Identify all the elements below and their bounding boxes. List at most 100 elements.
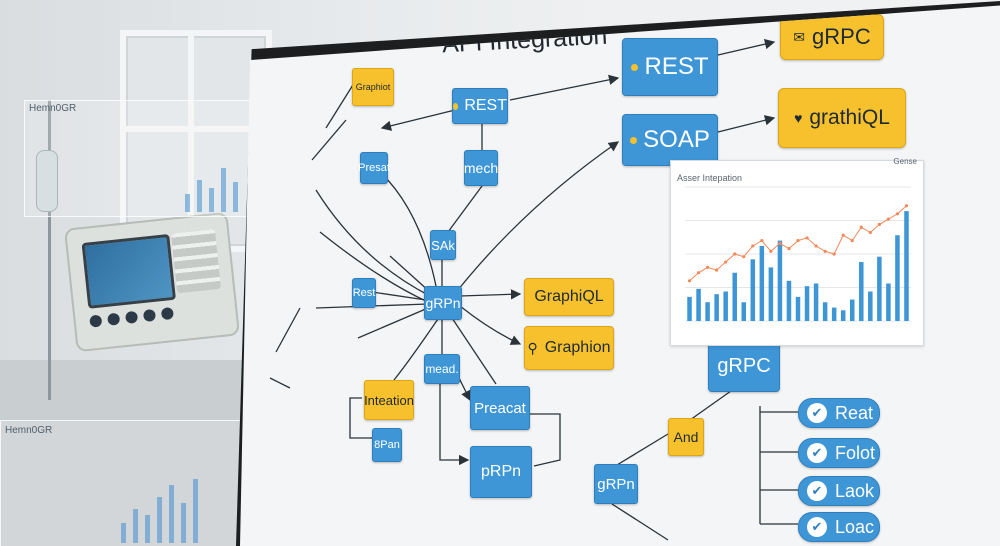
check-icon: ✔: [807, 517, 827, 537]
node-sak[interactable]: SAk: [430, 230, 456, 260]
chart-point: [796, 239, 800, 243]
holo-panel-label: Hemn0GR: [29, 103, 77, 114]
chart-bar: [886, 283, 891, 321]
chart-point: [832, 252, 836, 256]
chart-bar: [849, 299, 855, 321]
check-icon: ✔: [807, 481, 827, 501]
chart-point: [715, 268, 719, 272]
iv-pole: [48, 100, 51, 400]
chart-bar: [696, 288, 701, 321]
chart-point: [687, 279, 692, 283]
iv-bag: [36, 150, 58, 212]
chart-point: [742, 255, 746, 259]
chart-plot: [685, 186, 911, 322]
chart-point: [904, 204, 909, 208]
chart-bar: [750, 259, 756, 321]
chart-point: [696, 271, 701, 275]
chart-point: [778, 241, 782, 245]
node-presat[interactable]: Presat: [358, 152, 390, 184]
medical-monitor-device: [63, 211, 241, 353]
list-item-laok[interactable]: ✔Laok: [798, 476, 880, 506]
chart-point: [724, 260, 728, 264]
chart-point: [823, 249, 827, 253]
chat-bubble-icon: ✉: [793, 28, 806, 45]
port-dot-icon: [631, 63, 639, 71]
node-grpc-top[interactable]: ✉gRPC: [780, 14, 884, 60]
node-read[interactable]: mead.: [424, 354, 460, 384]
node-grpn-bottom[interactable]: gRPn: [594, 464, 638, 504]
chart-title: Asser Intepation: [677, 173, 743, 183]
search-icon: ⚲: [527, 339, 538, 356]
node-graphion[interactable]: ⚲Graphion: [524, 326, 614, 370]
chart-bar: [741, 302, 747, 321]
chart-point: [886, 217, 890, 221]
node-preacat[interactable]: Preacat: [470, 386, 530, 430]
list-item-loac[interactable]: ✔Loac: [798, 512, 880, 542]
chart-point: [706, 265, 710, 269]
chart-point: [814, 244, 818, 248]
holo-panel-lower-label: Hemn0GR: [5, 425, 53, 436]
node-grpc-right[interactable]: gRPC: [708, 340, 780, 392]
chart-bar: [904, 211, 909, 321]
chart-point: [850, 239, 854, 243]
port-dot-icon: [630, 136, 638, 144]
node-graphiql-top[interactable]: ♥grathiQL: [778, 88, 906, 148]
chart-bar: [859, 262, 864, 321]
node-rest-left[interactable]: Rest: [352, 278, 376, 308]
chart-point: [805, 236, 809, 240]
chart-point: [895, 212, 900, 216]
chart-point: [733, 252, 737, 256]
node-grpn-center[interactable]: gRPn: [424, 286, 462, 320]
holographic-panel-lower: Hemn0GR: [0, 420, 242, 546]
chart-bar: [822, 302, 828, 321]
chart-point: [769, 249, 773, 253]
chart-point: [868, 230, 872, 235]
port-dot-icon: [453, 102, 459, 110]
node-graphiql-mid[interactable]: GraphiQL: [524, 278, 614, 316]
list-item-reat[interactable]: ✔Reat: [798, 398, 880, 428]
chart-bar: [732, 272, 737, 321]
node-soap[interactable]: SOAP: [622, 114, 718, 166]
chart-bar: [723, 291, 728, 321]
chart-point: [787, 247, 791, 251]
node-bpan[interactable]: 8Pan: [372, 428, 402, 462]
device-keypad: [171, 229, 222, 294]
chart-bar: [895, 235, 900, 321]
chart-bar: [714, 294, 719, 321]
holographic-panel-left: Hemn0GR: [24, 100, 256, 217]
chart-bar: [786, 280, 792, 321]
chart-bar: [831, 307, 837, 321]
chart-bar: [840, 310, 846, 321]
chart-bar: [777, 240, 783, 321]
chart-point: [760, 239, 764, 243]
list-item-folot[interactable]: ✔Folot: [798, 438, 880, 468]
chart-point: [751, 244, 755, 248]
chart-bar: [804, 286, 810, 321]
check-icon: ✔: [807, 403, 827, 423]
node-inteation[interactable]: Inteation: [364, 380, 414, 420]
device-screen: [81, 233, 176, 309]
chart-tag: Gense: [893, 157, 917, 166]
chart-point: [877, 222, 881, 227]
node-graphiot[interactable]: Graphiot: [352, 68, 394, 106]
chart-bar: [877, 256, 882, 321]
node-grpn-low[interactable]: pRPn: [470, 446, 532, 498]
node-rest-small[interactable]: REST: [452, 88, 508, 124]
chart-bar: [813, 283, 819, 321]
chart-bar: [868, 291, 873, 321]
node-mech[interactable]: mech: [464, 150, 498, 186]
node-and[interactable]: And: [668, 418, 704, 456]
chart-bar: [759, 245, 765, 321]
chart-series-line: [689, 205, 907, 282]
chart-point: [841, 233, 845, 237]
chart-point: [859, 225, 863, 229]
chart-bar: [795, 296, 801, 321]
chart-bar: [768, 267, 774, 321]
chart-bar: [687, 296, 692, 321]
check-icon: ✔: [807, 443, 827, 463]
chart-card: Gense Asser Intepation: [670, 157, 924, 346]
chart-bar: [705, 302, 710, 321]
node-rest-main[interactable]: REST: [622, 38, 718, 96]
